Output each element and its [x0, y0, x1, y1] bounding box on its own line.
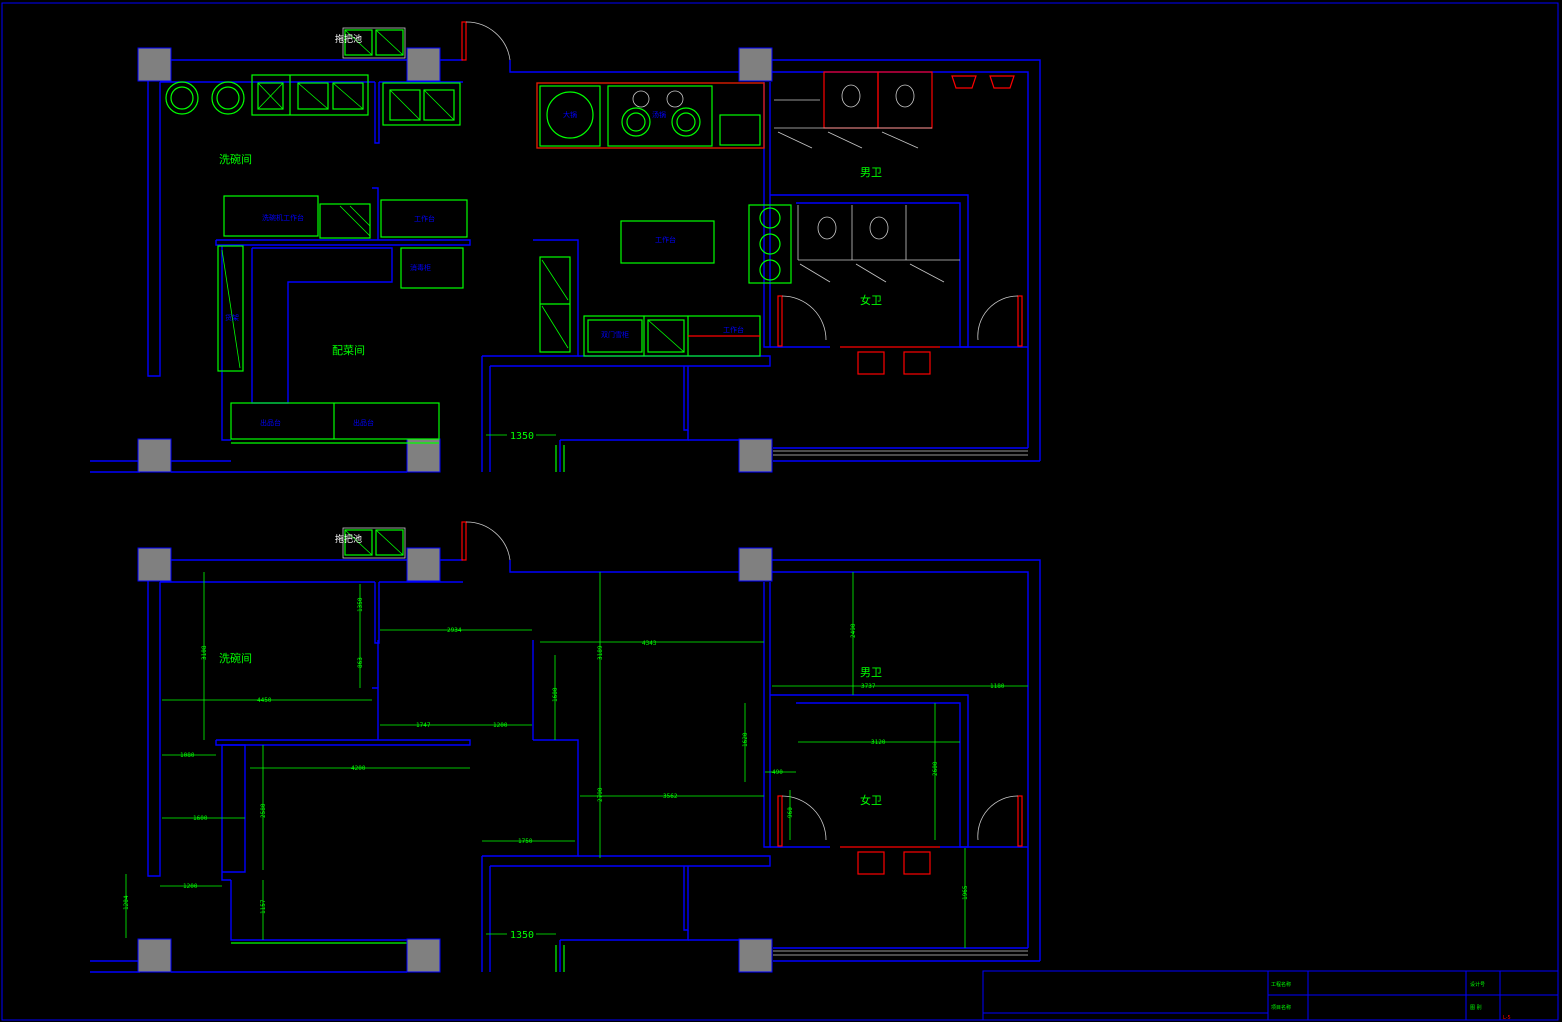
column [738, 547, 773, 582]
title-cell-sheet: L-5 [1503, 1015, 1511, 1021]
workbench-1-label: 工作台 [655, 235, 676, 244]
top-dimension-text: 1350 [510, 431, 534, 442]
dim-2580: 2580 [260, 803, 267, 818]
dim-490: 490 [772, 769, 783, 776]
top-prep-room-label: 配菜间 [332, 344, 365, 357]
top-columns [137, 47, 773, 473]
title-cell-project: 工程名称 [1271, 981, 1291, 988]
dim-1200a: 1200 [493, 722, 508, 729]
bottom-entrance-door [461, 521, 511, 561]
shelf-label: 货架 [225, 313, 239, 322]
bottom-mop-sink: 拖把池 [335, 527, 406, 559]
title-cell-category: 图 别 [1470, 1004, 1482, 1011]
dim-3737: 3737 [861, 683, 876, 690]
top-dim-1350: 1350 [486, 431, 565, 472]
dim-1600a: 1600 [552, 687, 559, 702]
column [137, 47, 172, 82]
dim-4343: 4343 [642, 640, 657, 647]
bottom-columns [137, 547, 773, 973]
dim-1747: 1747 [416, 722, 431, 729]
column [738, 47, 773, 82]
dim-2790: 2790 [597, 787, 604, 802]
bottom-plan: 拖把池 洗碗间 男卫 女卫 [90, 521, 1041, 973]
dim-1620: 1620 [742, 732, 749, 747]
disinfect-cabinet-label: 消毒柜 [410, 263, 431, 272]
dim-1350-small: 1350 [357, 597, 364, 612]
top-plan: 拖把池 [90, 21, 1041, 473]
dim-4200: 4200 [351, 765, 366, 772]
dim-1157: 1157 [260, 899, 267, 914]
workbenches: 工作台 工作台 双门雪柜 工作台 [380, 199, 761, 357]
column [406, 438, 441, 473]
serving-table-1-label: 出品台 [260, 418, 281, 427]
dim-3189: 3189 [597, 645, 604, 660]
cooking-line: 大锅 汤锅 [536, 82, 765, 149]
dim-3120: 3120 [871, 739, 886, 746]
double-door-fridge-label: 双门雪柜 [601, 330, 629, 339]
bottom-dimension-texts: 3108 1350 863 2934 4343 3189 4450 1747 1… [123, 597, 1005, 941]
workbench-3-label: 工作台 [723, 325, 744, 334]
dim-863: 863 [357, 657, 364, 668]
dim-1750: 1750 [518, 838, 533, 845]
top-dishwashing-label: 洗碗间 [219, 152, 252, 166]
top-mens-toilet [774, 71, 1015, 149]
serving-table-2-label: 出品台 [353, 418, 374, 427]
dim-2934: 2934 [447, 627, 462, 634]
top-womens-toilet [748, 204, 1023, 375]
dim-3108: 3108 [201, 645, 208, 660]
top-entrance-door [461, 21, 511, 61]
prep-room-equipment: 洗碗机工作台 消毒柜 货架 出品台 出品台 [217, 195, 571, 444]
bottom-mop-sink-label: 拖把池 [335, 533, 362, 545]
bottom-dishwashing-label: 洗碗间 [219, 651, 252, 665]
dim-1200b: 1200 [183, 883, 198, 890]
top-womens-toilet-label: 女卫 [860, 293, 882, 307]
top-walls [90, 59, 1041, 473]
stove-pot-label: 汤锅 [652, 110, 666, 119]
dim-3562: 3562 [663, 793, 678, 800]
dim-1350-bottom: 1350 [510, 930, 534, 941]
title-block: 工程名称 项目名称 设计号 图 别 L-5 [982, 970, 1559, 1021]
title-cell-item: 项目名称 [1271, 1004, 1291, 1011]
column [137, 438, 172, 473]
column [406, 47, 441, 82]
dim-1080: 1080 [180, 752, 195, 759]
workbench-2-label: 工作台 [414, 214, 435, 223]
column [137, 547, 172, 582]
dim-960: 960 [787, 807, 794, 818]
bottom-womens-toilet-label: 女卫 [860, 793, 882, 807]
dim-2600: 2600 [932, 761, 939, 776]
bottom-toilet-fixtures [777, 795, 1023, 875]
bottom-dimension-lines [125, 572, 1028, 972]
bottom-mens-toilet-label: 男卫 [860, 666, 882, 679]
dim-1600b: 1600 [193, 815, 208, 822]
dim-1180: 1180 [990, 683, 1005, 690]
stove-large-label: 大锅 [563, 110, 577, 119]
title-cell-design-no: 设计号 [1470, 981, 1485, 988]
bottom-walls [90, 559, 1041, 973]
top-mop-sink: 拖把池 [335, 27, 406, 59]
top-mens-toilet-label: 男卫 [860, 166, 882, 179]
column [137, 938, 172, 973]
column [406, 547, 441, 582]
dim-2490: 2490 [850, 623, 857, 638]
dim-1204: 1204 [123, 895, 130, 910]
dish-room-equipment [165, 74, 461, 126]
column [406, 938, 441, 973]
mop-sink-label: 拖把池 [335, 33, 362, 45]
dishwasher-table-label: 洗碗机工作台 [262, 213, 304, 222]
column [738, 938, 773, 973]
column [738, 438, 773, 473]
dim-1965: 1965 [962, 885, 969, 900]
dim-4450: 4450 [257, 697, 272, 704]
